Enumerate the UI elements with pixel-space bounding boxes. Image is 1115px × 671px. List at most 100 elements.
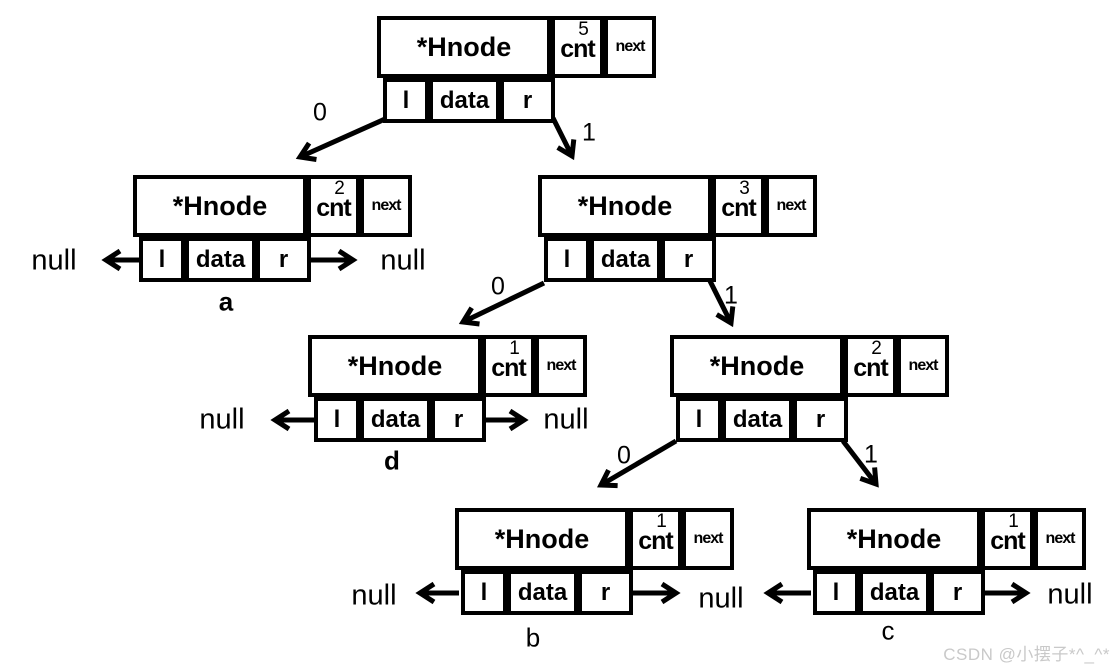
hnode-internal3-bottom-row: l data r: [544, 237, 817, 282]
type-cell: *Hnode: [133, 175, 307, 237]
cnt-value: 1: [509, 338, 520, 359]
data-cell: data: [507, 570, 578, 615]
hnode-c-bottom-row: l data r: [813, 570, 1086, 615]
next-cell: next: [604, 16, 656, 78]
hnode-a-bottom-row: l data r: [139, 237, 412, 282]
hnode-internal2-top-row: *Hnode 2 cnt next: [670, 335, 949, 397]
cnt-cell: 3 cnt: [712, 175, 765, 237]
edge-bit-internal3-left: 0: [491, 272, 505, 301]
cnt-value: 2: [871, 338, 882, 359]
edge-root-to-internal3-arrow: [550, 116, 577, 161]
next-cell: next: [1034, 508, 1086, 570]
hnode-d-bottom-row: l data r: [314, 397, 587, 442]
hnode-internal-3: *Hnode 3 cnt next l data r: [538, 175, 817, 282]
type-cell: *Hnode: [807, 508, 981, 570]
type-cell: *Hnode: [377, 16, 551, 78]
data-cell: data: [590, 237, 661, 282]
l-cell: l: [813, 570, 859, 615]
l-cell: l: [544, 237, 590, 282]
next-cell: next: [897, 335, 949, 397]
cnt-cell: 5 cnt: [551, 16, 604, 78]
edge-internal3-to-internal2-arrow: [707, 279, 736, 328]
node-tag-b: b: [525, 622, 541, 653]
csdn-watermark: CSDN @小摆子*^_^*: [943, 645, 1110, 664]
hnode-root-bottom-row: l data r: [383, 78, 656, 123]
hnode-a-top-row: *Hnode 2 cnt next: [133, 175, 412, 237]
cnt-label: cnt: [638, 527, 673, 555]
type-cell: *Hnode: [308, 335, 482, 397]
data-cell: data: [185, 237, 256, 282]
node-tag-a: a: [218, 286, 234, 317]
null-label-b-c-shared: null: [698, 582, 744, 615]
hnode-c-top-row: *Hnode 1 cnt next: [807, 508, 1086, 570]
edge-bit-internal3-right: 1: [724, 281, 738, 310]
type-cell: *Hnode: [455, 508, 629, 570]
r-cell: r: [431, 397, 486, 442]
hnode-b: *Hnode 1 cnt next l data r: [455, 508, 734, 615]
hnode-internal2-bottom-row: l data r: [676, 397, 949, 442]
r-cell: r: [500, 78, 555, 123]
cnt-cell: 1 cnt: [482, 335, 535, 397]
hnode-internal-2: *Hnode 2 cnt next l data r: [670, 335, 949, 442]
cnt-cell: 1 cnt: [981, 508, 1034, 570]
type-cell: *Hnode: [538, 175, 712, 237]
null-label-a-right: null: [380, 244, 426, 277]
next-cell: next: [535, 335, 587, 397]
cnt-value: 1: [1008, 511, 1019, 532]
r-cell: r: [793, 397, 848, 442]
type-cell: *Hnode: [670, 335, 844, 397]
l-cell: l: [461, 570, 507, 615]
next-cell: next: [360, 175, 412, 237]
data-cell: data: [429, 78, 500, 123]
cnt-value: 3: [739, 178, 750, 199]
l-cell: l: [383, 78, 429, 123]
edge-internal3-to-d-arrow: [458, 280, 546, 327]
edge-bit-root-right: 1: [582, 118, 596, 147]
cnt-label: cnt: [853, 354, 888, 382]
hnode-root: *Hnode 5 cnt next l data r: [377, 16, 656, 123]
null-label-b-left: null: [351, 579, 397, 612]
cnt-label: cnt: [491, 354, 526, 382]
next-cell: next: [682, 508, 734, 570]
cnt-label: cnt: [560, 35, 595, 63]
cnt-cell: 1 cnt: [629, 508, 682, 570]
cnt-label: cnt: [990, 527, 1025, 555]
edge-internal2-to-c-arrow: [841, 439, 879, 488]
cnt-label: cnt: [316, 194, 351, 222]
null-label-d-right: null: [543, 403, 589, 436]
r-cell: r: [661, 237, 716, 282]
edge-bit-root-left: 0: [313, 98, 327, 127]
cnt-value: 5: [578, 19, 589, 40]
l-cell: l: [139, 237, 185, 282]
hnode-b-top-row: *Hnode 1 cnt next: [455, 508, 734, 570]
node-tag-c: c: [881, 615, 895, 646]
edge-bit-internal2-right: 1: [864, 440, 878, 469]
r-cell: r: [578, 570, 633, 615]
cnt-label: cnt: [721, 194, 756, 222]
cnt-cell: 2 cnt: [307, 175, 360, 237]
hnode-b-bottom-row: l data r: [461, 570, 734, 615]
data-cell: data: [859, 570, 930, 615]
cnt-cell: 2 cnt: [844, 335, 897, 397]
l-cell: l: [314, 397, 360, 442]
null-label-c-right: null: [1047, 578, 1093, 611]
hnode-c: *Hnode 1 cnt next l data r: [807, 508, 1086, 615]
data-cell: data: [722, 397, 793, 442]
r-cell: r: [930, 570, 985, 615]
hnode-d-top-row: *Hnode 1 cnt next: [308, 335, 587, 397]
node-tag-d: d: [384, 445, 400, 476]
null-label-d-left: null: [199, 403, 245, 436]
l-cell: l: [676, 397, 722, 442]
edge-internal2-to-b-arrow: [597, 438, 678, 489]
hnode-internal3-top-row: *Hnode 3 cnt next: [538, 175, 817, 237]
hnode-a: *Hnode 2 cnt next l data r: [133, 175, 412, 282]
hnode-d: *Hnode 1 cnt next l data r: [308, 335, 587, 442]
data-cell: data: [360, 397, 431, 442]
r-cell: r: [256, 237, 311, 282]
edge-bit-internal2-left: 0: [617, 441, 631, 470]
edge-root-to-a-arrow: [295, 116, 387, 162]
next-cell: next: [765, 175, 817, 237]
cnt-value: 2: [334, 178, 345, 199]
